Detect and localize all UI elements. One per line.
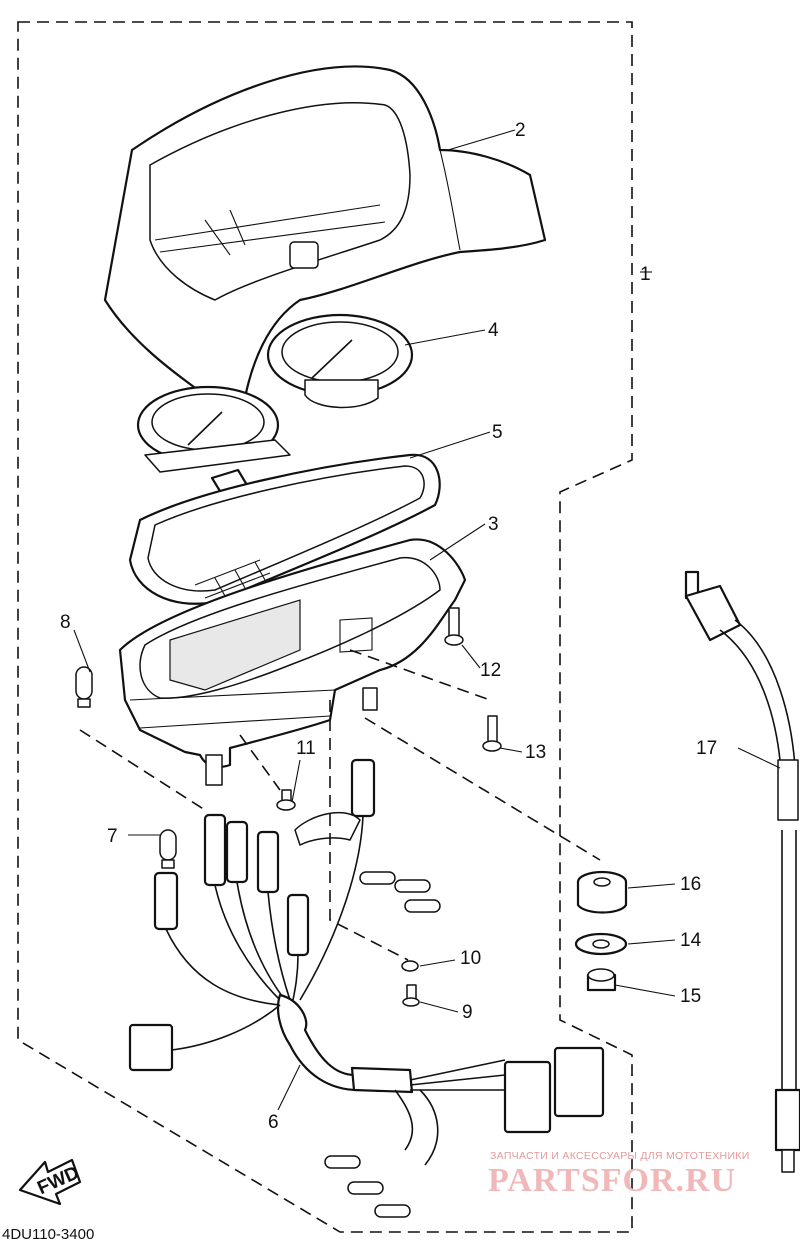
callout-10: 10 [460, 948, 481, 969]
meter-gasket [128, 453, 441, 605]
callout-5: 5 [492, 422, 503, 443]
screw-13 [482, 715, 502, 752]
callout-9: 9 [462, 1002, 473, 1023]
nut-15 [586, 968, 617, 992]
bulb-7 [159, 829, 177, 869]
callout-17: 17 [696, 738, 717, 759]
callout-7: 7 [107, 826, 118, 847]
callout-6: 6 [268, 1112, 279, 1133]
screw-11 [276, 789, 296, 811]
meter-case [118, 538, 467, 786]
callout-2b: 2 [515, 120, 526, 141]
watermark-tagline: ЗАПЧАСТИ И АКСЕССУАРЫ ДЛЯ МОТОТЕХНИКИ [490, 1150, 750, 1162]
callout-1: 1 [640, 264, 651, 285]
screw-12 [444, 607, 464, 646]
callout-15: 15 [680, 986, 701, 1007]
watermark-logo: PARTSFOR.RU [488, 1162, 737, 1199]
washer-10 [401, 960, 419, 972]
callout-3: 3 [488, 514, 499, 535]
callout-16: 16 [680, 874, 701, 895]
callout-11: 11 [296, 738, 316, 759]
callout-13: 13 [525, 742, 546, 763]
callout-numbers: 1 2 3 4 5 6 7 8 9 10 11 12 13 14 15 16 1… [60, 120, 717, 1133]
screw-9 [402, 984, 420, 1007]
meter-units [136, 313, 414, 534]
bulb-8 [75, 666, 93, 708]
callout-8: 8 [60, 612, 71, 633]
meter-lead-harness [128, 758, 605, 1218]
assembly-boundary [17, 21, 633, 1233]
diagram-code: 4DU110-3400 [2, 1226, 95, 1243]
grommet-16 [576, 870, 628, 914]
washer-14 [574, 932, 628, 956]
speedometer-cable [684, 570, 800, 1173]
leader-lines [73, 129, 781, 1111]
meter-cover [103, 65, 547, 417]
callout-12: 12 [480, 660, 501, 681]
fwd-arrow-icon: FWD [18, 1158, 82, 1206]
callout-14: 14 [680, 930, 702, 951]
callout-4: 4 [488, 320, 499, 341]
